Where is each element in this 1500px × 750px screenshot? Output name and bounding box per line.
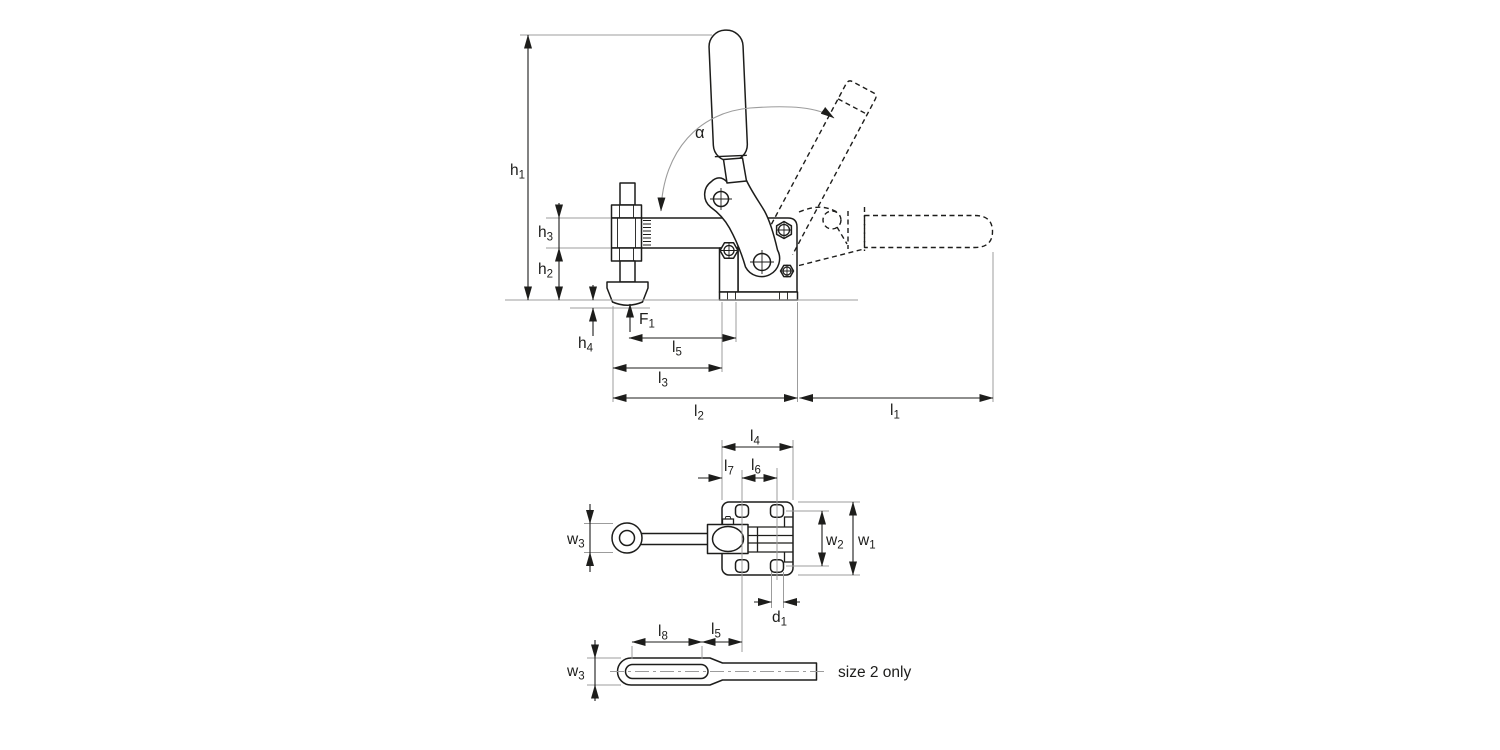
fork-view-dimensions — [591, 638, 743, 701]
arm-shaft-top — [639, 532, 711, 546]
spindle-block — [610, 217, 643, 249]
swing-angle-arc — [657, 106, 835, 212]
label-l6: l6 — [751, 457, 761, 477]
pressure-foot — [606, 281, 649, 306]
side-view: h1 h3 h2 h4 F1 l5 l3 l2 l1 α — [505, 29, 994, 423]
side-view-extension-lines — [505, 34, 994, 402]
handle-neck — [722, 157, 748, 184]
spindle-assembly — [606, 182, 649, 306]
label-l5-fork: l5 — [711, 621, 721, 641]
size-restriction-note: size 2 only — [838, 664, 911, 681]
label-h3: h3 — [538, 224, 553, 244]
label-w3-fork: w3 — [566, 663, 585, 683]
label-l8: l8 — [658, 623, 668, 643]
spindle-lower-stud — [619, 260, 636, 283]
label-h4: h4 — [578, 335, 594, 355]
side-view-dimensions — [524, 34, 994, 402]
handle-open-position-dashed — [762, 80, 877, 256]
label-l7: l7 — [724, 458, 734, 478]
link-pin-hole-dashed — [822, 210, 842, 230]
base-slot-ticks — [727, 292, 788, 300]
label-h2: h2 — [538, 261, 553, 281]
handle-grip-dashed — [863, 214, 994, 249]
spindle-upper-stud — [619, 182, 636, 206]
label-l4: l4 — [750, 428, 760, 448]
label-alpha: α — [695, 124, 705, 142]
spindle-lower-nut — [610, 247, 643, 262]
label-l3: l3 — [658, 370, 668, 390]
arm-eye-ring-inner — [618, 529, 636, 547]
spindle-boss-top — [711, 525, 745, 553]
label-l5-side: l5 — [672, 339, 682, 359]
hex-screw-left — [719, 241, 739, 260]
handle-grip — [708, 29, 749, 162]
label-w3-top: w3 — [566, 531, 585, 551]
label-d1: d1 — [772, 609, 787, 629]
label-l1: l1 — [890, 402, 900, 422]
top-view: l4 l7 l6 w3 w2 w1 d1 — [566, 428, 876, 652]
handle-horizontal-position-dashed — [798, 206, 994, 267]
fork-arm-view: l8 l5 w3 size 2 only — [566, 621, 911, 701]
hex-screw-lower-right — [779, 264, 795, 278]
top-view-dimensions — [586, 443, 857, 606]
label-l2: l2 — [694, 403, 704, 423]
clamp-arm-top — [611, 516, 793, 563]
hex-screw-upper-right — [775, 220, 793, 240]
label-w1: w1 — [857, 532, 876, 552]
label-F1: F1 — [639, 311, 655, 331]
base-flange — [718, 291, 799, 301]
serration-marks — [643, 220, 651, 246]
spindle-upper-nut — [610, 204, 643, 219]
label-w2: w2 — [825, 532, 844, 552]
label-h1: h1 — [510, 162, 525, 182]
